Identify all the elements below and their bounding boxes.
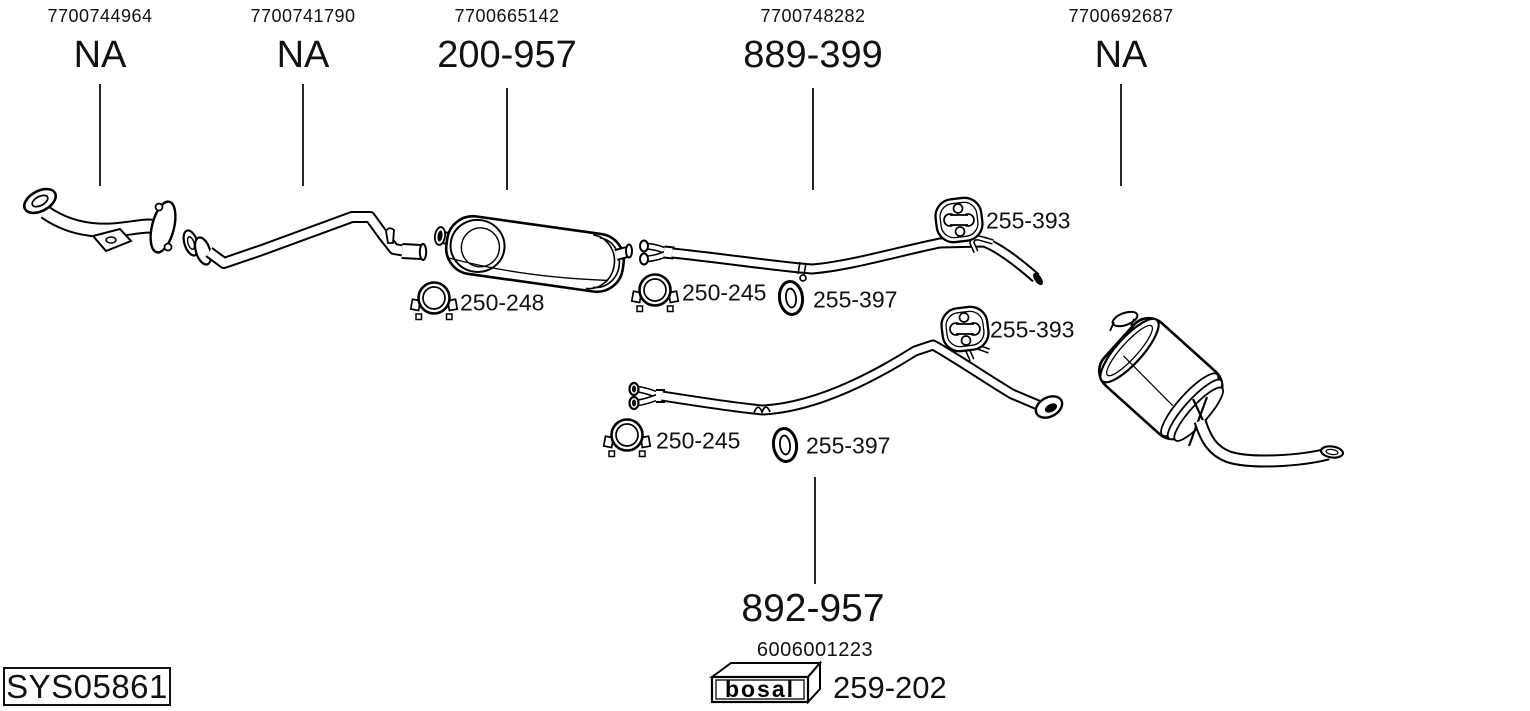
clamp-code-label: 250-248 <box>460 289 545 316</box>
bosal-code: NA <box>73 33 127 76</box>
rubber-hanger-icon <box>938 303 992 355</box>
hanger-code-label: 255-393 <box>990 316 1075 343</box>
front-downpipe-drawing <box>22 187 177 254</box>
oe-part-number: 7700744964 <box>47 6 153 26</box>
system-code-box: SYS05861 <box>3 667 171 706</box>
oring-code-label: 255-397 <box>806 432 891 459</box>
bosal-box-3d <box>708 660 823 705</box>
bosal-code: 889-399 <box>743 33 883 76</box>
lower-tailpipe-drawing <box>628 339 1064 419</box>
oe-part-number: 7700665142 <box>454 6 560 26</box>
pipe-clamp-icon <box>409 281 459 321</box>
oe-part-number: 7700741790 <box>250 6 356 26</box>
part-column-2: 7700741790 NA <box>250 6 355 74</box>
part-column-1: 7700744964 NA <box>47 6 152 74</box>
pipe-clamp-icon <box>630 273 680 313</box>
centre-muffler-drawing <box>433 214 633 294</box>
hanger-code-label: 255-393 <box>986 207 1071 234</box>
part-column-5: 7700692687 NA <box>1068 6 1173 74</box>
pipe-clamp-icon <box>602 418 652 458</box>
leader-lines <box>99 84 1122 584</box>
rear-muffler-drawing <box>1097 310 1345 468</box>
clamp-code-label: 250-245 <box>682 279 767 306</box>
bosal-kit-code: 259-202 <box>833 670 947 705</box>
part-column-4: 7700748282 889-399 <box>743 6 882 74</box>
rear-assembly-reference: 6006001223 <box>756 639 874 661</box>
clamp-code-label: 250-245 <box>656 427 741 454</box>
rubber-hanger-icon <box>932 194 986 246</box>
intermediate-pipe-drawing <box>182 211 428 269</box>
rear-assembly-code: 892-957 <box>741 587 885 630</box>
bosal-logo: bosal <box>724 676 796 702</box>
oring-code-label: 255-397 <box>813 286 898 313</box>
upper-tailpipe-drawing <box>639 235 1043 286</box>
system-code: SYS05861 <box>6 667 168 705</box>
o-ring-icon <box>776 278 806 318</box>
bosal-code: 200-957 <box>437 33 577 76</box>
oe-part-number: 7700748282 <box>760 6 866 26</box>
bosal-code: NA <box>276 33 330 76</box>
part-column-3: 7700665142 200-957 <box>437 6 576 74</box>
bosal-code: NA <box>1094 33 1148 76</box>
oe-part-number: 7700692687 <box>1068 6 1174 26</box>
o-ring-icon <box>770 425 800 465</box>
